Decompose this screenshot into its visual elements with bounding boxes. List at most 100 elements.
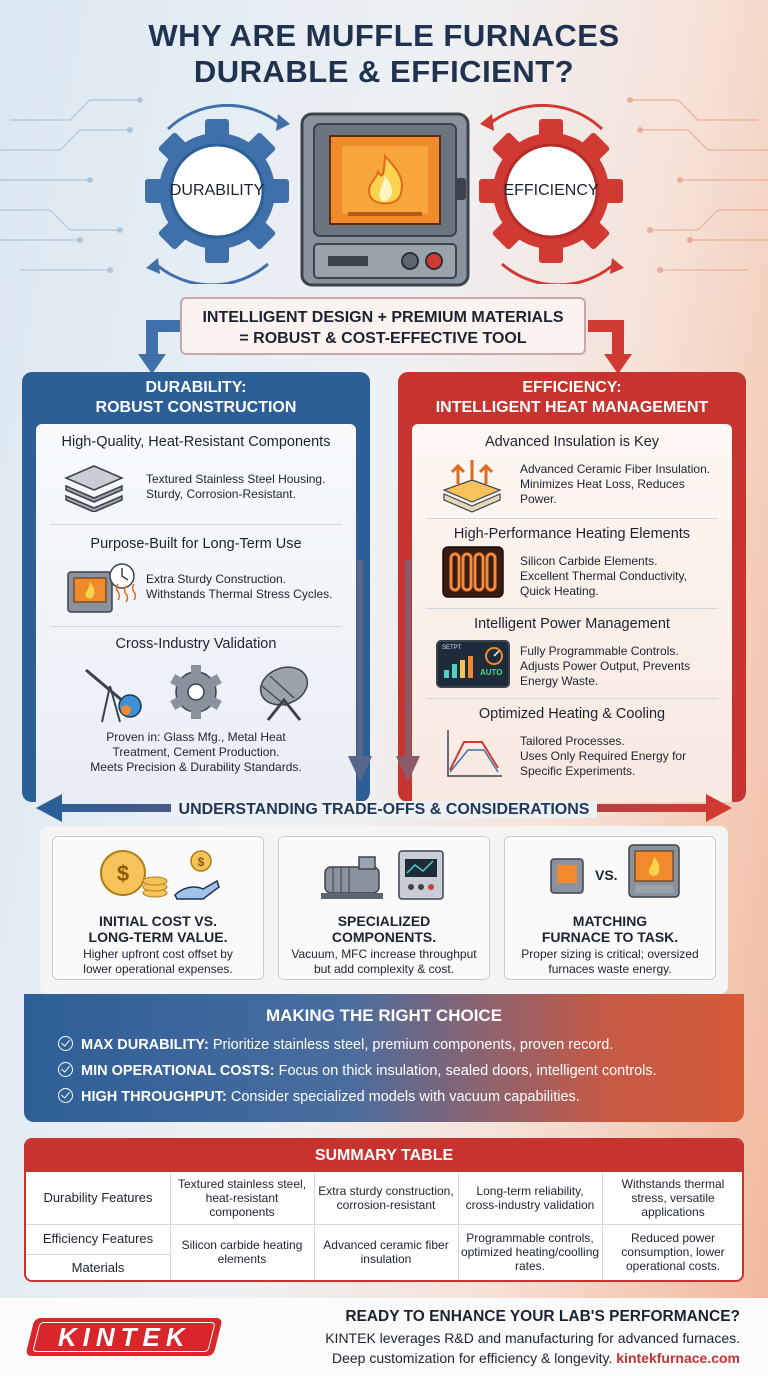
table-divider [602,1172,603,1280]
card-text: Proper sizing is critical; oversized [521,947,699,961]
table-cell: Reduced power consumption, lower operati… [621,1231,725,1273]
metal-gear-icon [170,665,222,719]
heating-element-icon [442,546,504,598]
logo-text: KINTEK [57,1321,191,1352]
bar-graph-icon [444,656,473,678]
efficiency-section-text: Energy Waste. [520,674,599,688]
choice-item: MIN OPERATIONAL COSTS: Focus on thick in… [58,1062,657,1079]
table-cell: Long-term reliability, cross-industry va… [465,1184,595,1212]
heating-cooling-curve-icon [447,730,502,777]
card-title: COMPONENTS. [331,929,437,945]
card-text: Higher upfront cost offset by [83,947,233,961]
durability-section-text: Extra Sturdy Construction. [146,572,287,586]
efficiency-section-text: Specific Experiments. [520,764,636,778]
control-panel-icon: SETPT AUTO [436,640,510,688]
tradeoff-card-components: SPECIALIZED COMPONENTS. Vacuum, MFC incr… [278,836,490,980]
table-row-label: Materials [71,1260,125,1275]
table-divider [458,1172,459,1280]
efficiency-section-text: Tailored Processes. [520,734,625,748]
card-title: INITIAL COST VS. [99,913,217,929]
banner-line-2: = ROBUST & COST-EFFECTIVE TOOL [239,330,527,347]
tradeoffs-box: $ $ INITIAL COST VS. LONG-TERM VALUE. Hi… [40,826,728,994]
durability-section-title: High-Quality, Heat-Resistant Components [61,434,331,450]
card-title: FURNACE TO TASK. [541,929,679,945]
table-divider [170,1172,171,1280]
durability-section-text: Treatment, Cement Production. [112,745,280,759]
section-divider [50,524,342,525]
card-title: MATCHING [572,913,648,929]
efficiency-gear-label: EFFICIENCY [503,182,599,199]
table-cell: Withstands thermal stress, versatile app… [621,1177,725,1219]
choice-item: MAX DURABILITY: Prioritize stainless ste… [58,1036,613,1053]
footer-text: Deep customization for efficiency & long… [332,1350,740,1366]
tradeoff-card-cost: $ $ INITIAL COST VS. LONG-TERM VALUE. Hi… [52,836,264,980]
durability-section-text: Sturdy, Corrosion-Resistant. [146,487,296,501]
gauge-icon [485,647,503,665]
design-banner: INTELLIGENT DESIGN + PREMIUM MATERIALS =… [180,297,586,355]
vs-label: VS. [595,867,618,883]
muffle-furnace-icon [300,112,470,287]
choice-item-text: Consider specialized models with vacuum … [226,1089,580,1105]
table-divider [314,1172,315,1280]
right-choice-section: MAKING THE RIGHT CHOICE MAX DURABILITY: … [24,994,744,1122]
summary-table-title: SUMMARY TABLE [26,1140,742,1172]
section-divider [426,698,718,699]
efficiency-section-title: Optimized Heating & Cooling [478,706,666,722]
small-furnace-icon [550,858,584,894]
durability-section-text: Proven in: Glass Mfg., Metal Heat [106,730,286,744]
efficiency-section-text: Power. [520,492,557,506]
control-screen-label: AUTO [480,668,503,677]
control-screen-label: SETPT [442,645,462,651]
table-cell: Extra sturdy construction, corrosion-res… [318,1184,454,1212]
table-cell: Textured stainless steel, heat-resistant… [177,1177,307,1219]
check-circle-icon [58,1062,73,1077]
glass-blowing-icon [85,668,142,723]
choice-item-label: HIGH THROUGHPUT: [81,1089,227,1105]
check-circle-icon [58,1088,73,1103]
choice-item-text: Focus on thick insulation, sealed doors,… [274,1063,657,1079]
svg-text:$: $ [117,861,129,886]
card-text: but add complexity & cost. [313,962,455,976]
durability-heading-2: ROBUST CONSTRUCTION [95,399,297,416]
durability-heading-1: DURABILITY: [145,379,247,396]
card-title: SPECIALIZED [337,913,431,929]
choice-item: HIGH THROUGHPUT: Consider specialized mo… [58,1088,580,1105]
card-text: Vacuum, MFC increase throughput [291,947,477,961]
svg-text:$: $ [198,855,205,869]
durability-gear-label: DURABILITY [169,182,265,199]
durability-section-text: Textured Stainless Steel Housing. [146,472,326,486]
kintek-logo: KINTEK [25,1318,223,1356]
converging-arrows [348,560,420,782]
efficiency-section-title: Intelligent Power Management [474,616,670,632]
efficiency-section-title: High-Performance Heating Elements [453,526,691,542]
durability-section-text: Withstands Thermal Stress Cycles. [146,587,333,601]
efficiency-section-text: Advanced Ceramic Fiber Insulation. [520,462,711,476]
durability-cycle-arrows [146,104,290,284]
efficiency-section-text: Silicon Carbide Elements. [520,554,658,568]
card-title: LONG-TERM VALUE. [88,929,228,945]
choice-item-label: MIN OPERATIONAL COSTS: [81,1063,275,1079]
durability-panel-header: DURABILITY: ROBUST CONSTRUCTION [22,372,370,424]
section-divider [426,518,718,519]
gear-icon [145,119,289,263]
durability-section-text: Meets Precision & Durability Standards. [90,760,302,774]
card-text: furnaces waste energy. [548,962,672,976]
card-text: lower operational expenses. [83,962,233,976]
section-divider [50,626,342,627]
durability-section-title: Cross-Industry Validation [115,636,277,652]
right-choice-title: MAKING THE RIGHT CHOICE [265,1006,503,1025]
efficiency-gear: EFFICIENCY [476,116,626,266]
durability-panel-body: High-Quality, Heat-Resistant Components … [36,424,356,802]
efficiency-section-text: Uses Only Required Energy for [520,749,687,763]
gear-icon [479,119,623,263]
footer-text: KINTEK leverages R&D and manufacturing f… [325,1330,740,1346]
efficiency-heading-2: INTELLIGENT HEAT MANAGEMENT [435,399,709,416]
table-row-label: Durability Features [43,1190,153,1205]
table-cell: Programmable controls, optimized heating… [460,1231,600,1273]
coins-and-hand-icon: $ $ [100,850,220,900]
vacuum-pump-and-controller-icon [321,850,444,900]
footer-link[interactable]: kintekfurnace.com [616,1350,740,1366]
efficiency-section-text: Excellent Thermal Conductivity, [520,569,687,583]
efficiency-section-text: Adjusts Power Output, Prevents [520,659,691,673]
efficiency-section-text: Minimizes Heat Loss, Reduces [520,477,685,491]
